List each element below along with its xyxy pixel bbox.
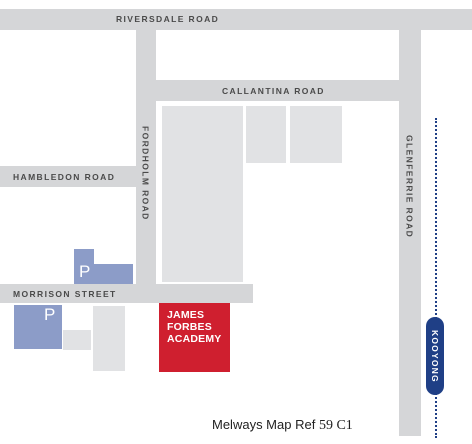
road-label-fordholm: FORDHOLM ROAD bbox=[140, 126, 151, 221]
james-forbes-academy: JAMES FORBES ACADEMY bbox=[159, 303, 230, 372]
road-callantina bbox=[153, 80, 407, 101]
road-morrison bbox=[0, 284, 253, 303]
road-label-riversdale: RIVERSDALE ROAD bbox=[116, 14, 220, 24]
road-label-glenferrie: GLENFERRIE ROAD bbox=[404, 135, 415, 239]
building bbox=[290, 106, 342, 163]
parking-symbol: P bbox=[79, 262, 91, 281]
kooyong-station-marker: KOOYONG bbox=[426, 317, 444, 395]
railway-line bbox=[435, 118, 437, 438]
parking-lot bbox=[74, 264, 133, 284]
road-label-morrison: MORRISON STREET bbox=[13, 289, 117, 299]
melways-prefix: Melways Map Ref bbox=[212, 417, 316, 432]
melways-reference: Melways Map Ref 59 C1 bbox=[212, 418, 353, 433]
parking-lot bbox=[74, 249, 94, 264]
road-hambledon bbox=[0, 166, 137, 187]
road-label-callantina: CALLANTINA ROAD bbox=[222, 86, 325, 96]
parking-symbol: P bbox=[44, 305, 56, 324]
building bbox=[246, 106, 286, 163]
melways-ref: 59 C1 bbox=[318, 418, 353, 433]
building bbox=[63, 330, 91, 350]
building bbox=[93, 306, 125, 371]
building bbox=[162, 106, 243, 282]
road-fordholm bbox=[136, 29, 156, 303]
parking-lot bbox=[14, 305, 62, 349]
road-label-hambledon: HAMBLEDON ROAD bbox=[13, 172, 116, 182]
landmark-label: JAMES FORBES ACADEMY bbox=[167, 309, 222, 345]
road-riversdale bbox=[0, 9, 472, 30]
station-label: KOOYONG bbox=[430, 329, 440, 383]
road-glenferrie bbox=[399, 29, 421, 436]
